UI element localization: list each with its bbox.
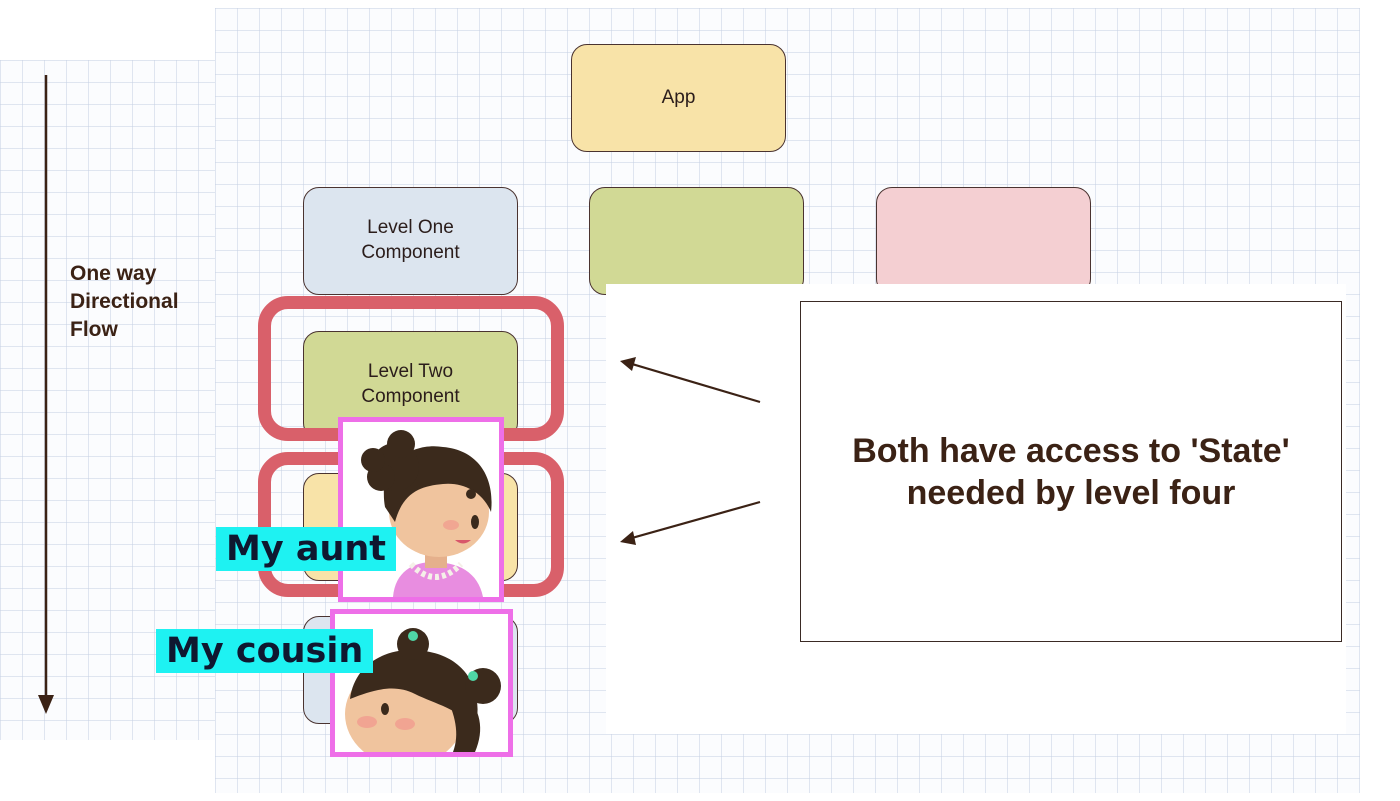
callout-text: Both have access to 'State' needed by le… bbox=[852, 431, 1290, 512]
grid-background-left bbox=[0, 60, 215, 740]
cousin-illustration bbox=[345, 628, 501, 752]
arrow-to-level-three bbox=[631, 500, 761, 540]
cousin-photo bbox=[330, 609, 513, 757]
app-node: App bbox=[571, 44, 786, 152]
level-one-node: Level One Component bbox=[303, 187, 518, 295]
aunt-illustration bbox=[361, 430, 492, 597]
level-one-sibling-node bbox=[589, 187, 804, 295]
level-one-sibling-2-node bbox=[876, 187, 1091, 295]
cousin-tag: My cousin bbox=[156, 629, 374, 673]
aunt-photo bbox=[338, 417, 504, 602]
callout-box: Both have access to 'State' needed by le… bbox=[800, 301, 1342, 642]
arrow-to-level-two bbox=[631, 362, 761, 404]
flow-label: One way Directional Flow bbox=[70, 262, 179, 341]
arrow-head-level-two bbox=[620, 357, 636, 371]
aunt-tag: My aunt bbox=[216, 527, 397, 571]
arrow-head-level-three bbox=[620, 531, 636, 545]
